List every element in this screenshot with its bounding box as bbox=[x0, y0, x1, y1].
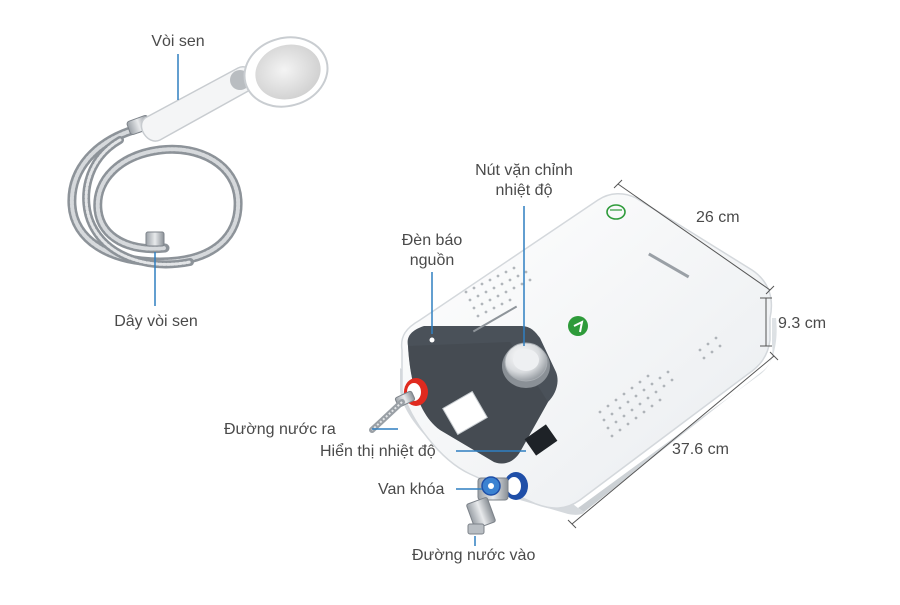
power-light-icon bbox=[429, 337, 435, 343]
dimension-width-label: 26 cm bbox=[696, 209, 740, 226]
power-light-label-line2: nguồn bbox=[409, 252, 455, 269]
knob-label-line1: Nút vặn chỉnh bbox=[475, 162, 573, 179]
cold-inlet-icon bbox=[504, 472, 528, 500]
valve-label: Van khóa bbox=[378, 481, 445, 498]
shower-hose-icon bbox=[67, 115, 243, 269]
eco-badge-icon bbox=[568, 316, 588, 336]
temperature-knob[interactable] bbox=[502, 342, 550, 388]
dimension-depth-label: 9.3 cm bbox=[778, 315, 827, 332]
power-light-label-line1: Đèn báo bbox=[401, 232, 463, 249]
knob-label: Nút vặn chỉnh nhiệt độ bbox=[464, 161, 584, 201]
temperature-display bbox=[524, 424, 558, 456]
dimension-lines bbox=[567, 179, 779, 529]
leader-lines bbox=[154, 54, 526, 546]
brand-print-icon bbox=[472, 252, 690, 333]
power-light-label: Đèn báo nguồn bbox=[384, 231, 480, 271]
hot-outlet-icon bbox=[394, 378, 428, 408]
eco-logo-icon bbox=[606, 204, 626, 220]
hose-nut-icon bbox=[145, 231, 165, 247]
shower-hose-label: Dây vòi sen bbox=[114, 313, 198, 330]
knob-label-line2: nhiệt độ bbox=[495, 182, 553, 199]
vent-pattern-icon bbox=[464, 266, 722, 438]
shower-head-label: Vòi sen bbox=[151, 33, 205, 50]
water-heater-icon bbox=[369, 193, 777, 535]
water-out-label: Đường nước ra bbox=[224, 421, 336, 438]
temp-display-label: Hiển thị nhiệt độ bbox=[320, 443, 436, 460]
water-in-label: Đường nước vào bbox=[412, 547, 536, 564]
valve-icon bbox=[466, 476, 509, 535]
shower-head-icon bbox=[140, 36, 329, 142]
dimension-height-label: 37.6 cm bbox=[672, 441, 729, 458]
